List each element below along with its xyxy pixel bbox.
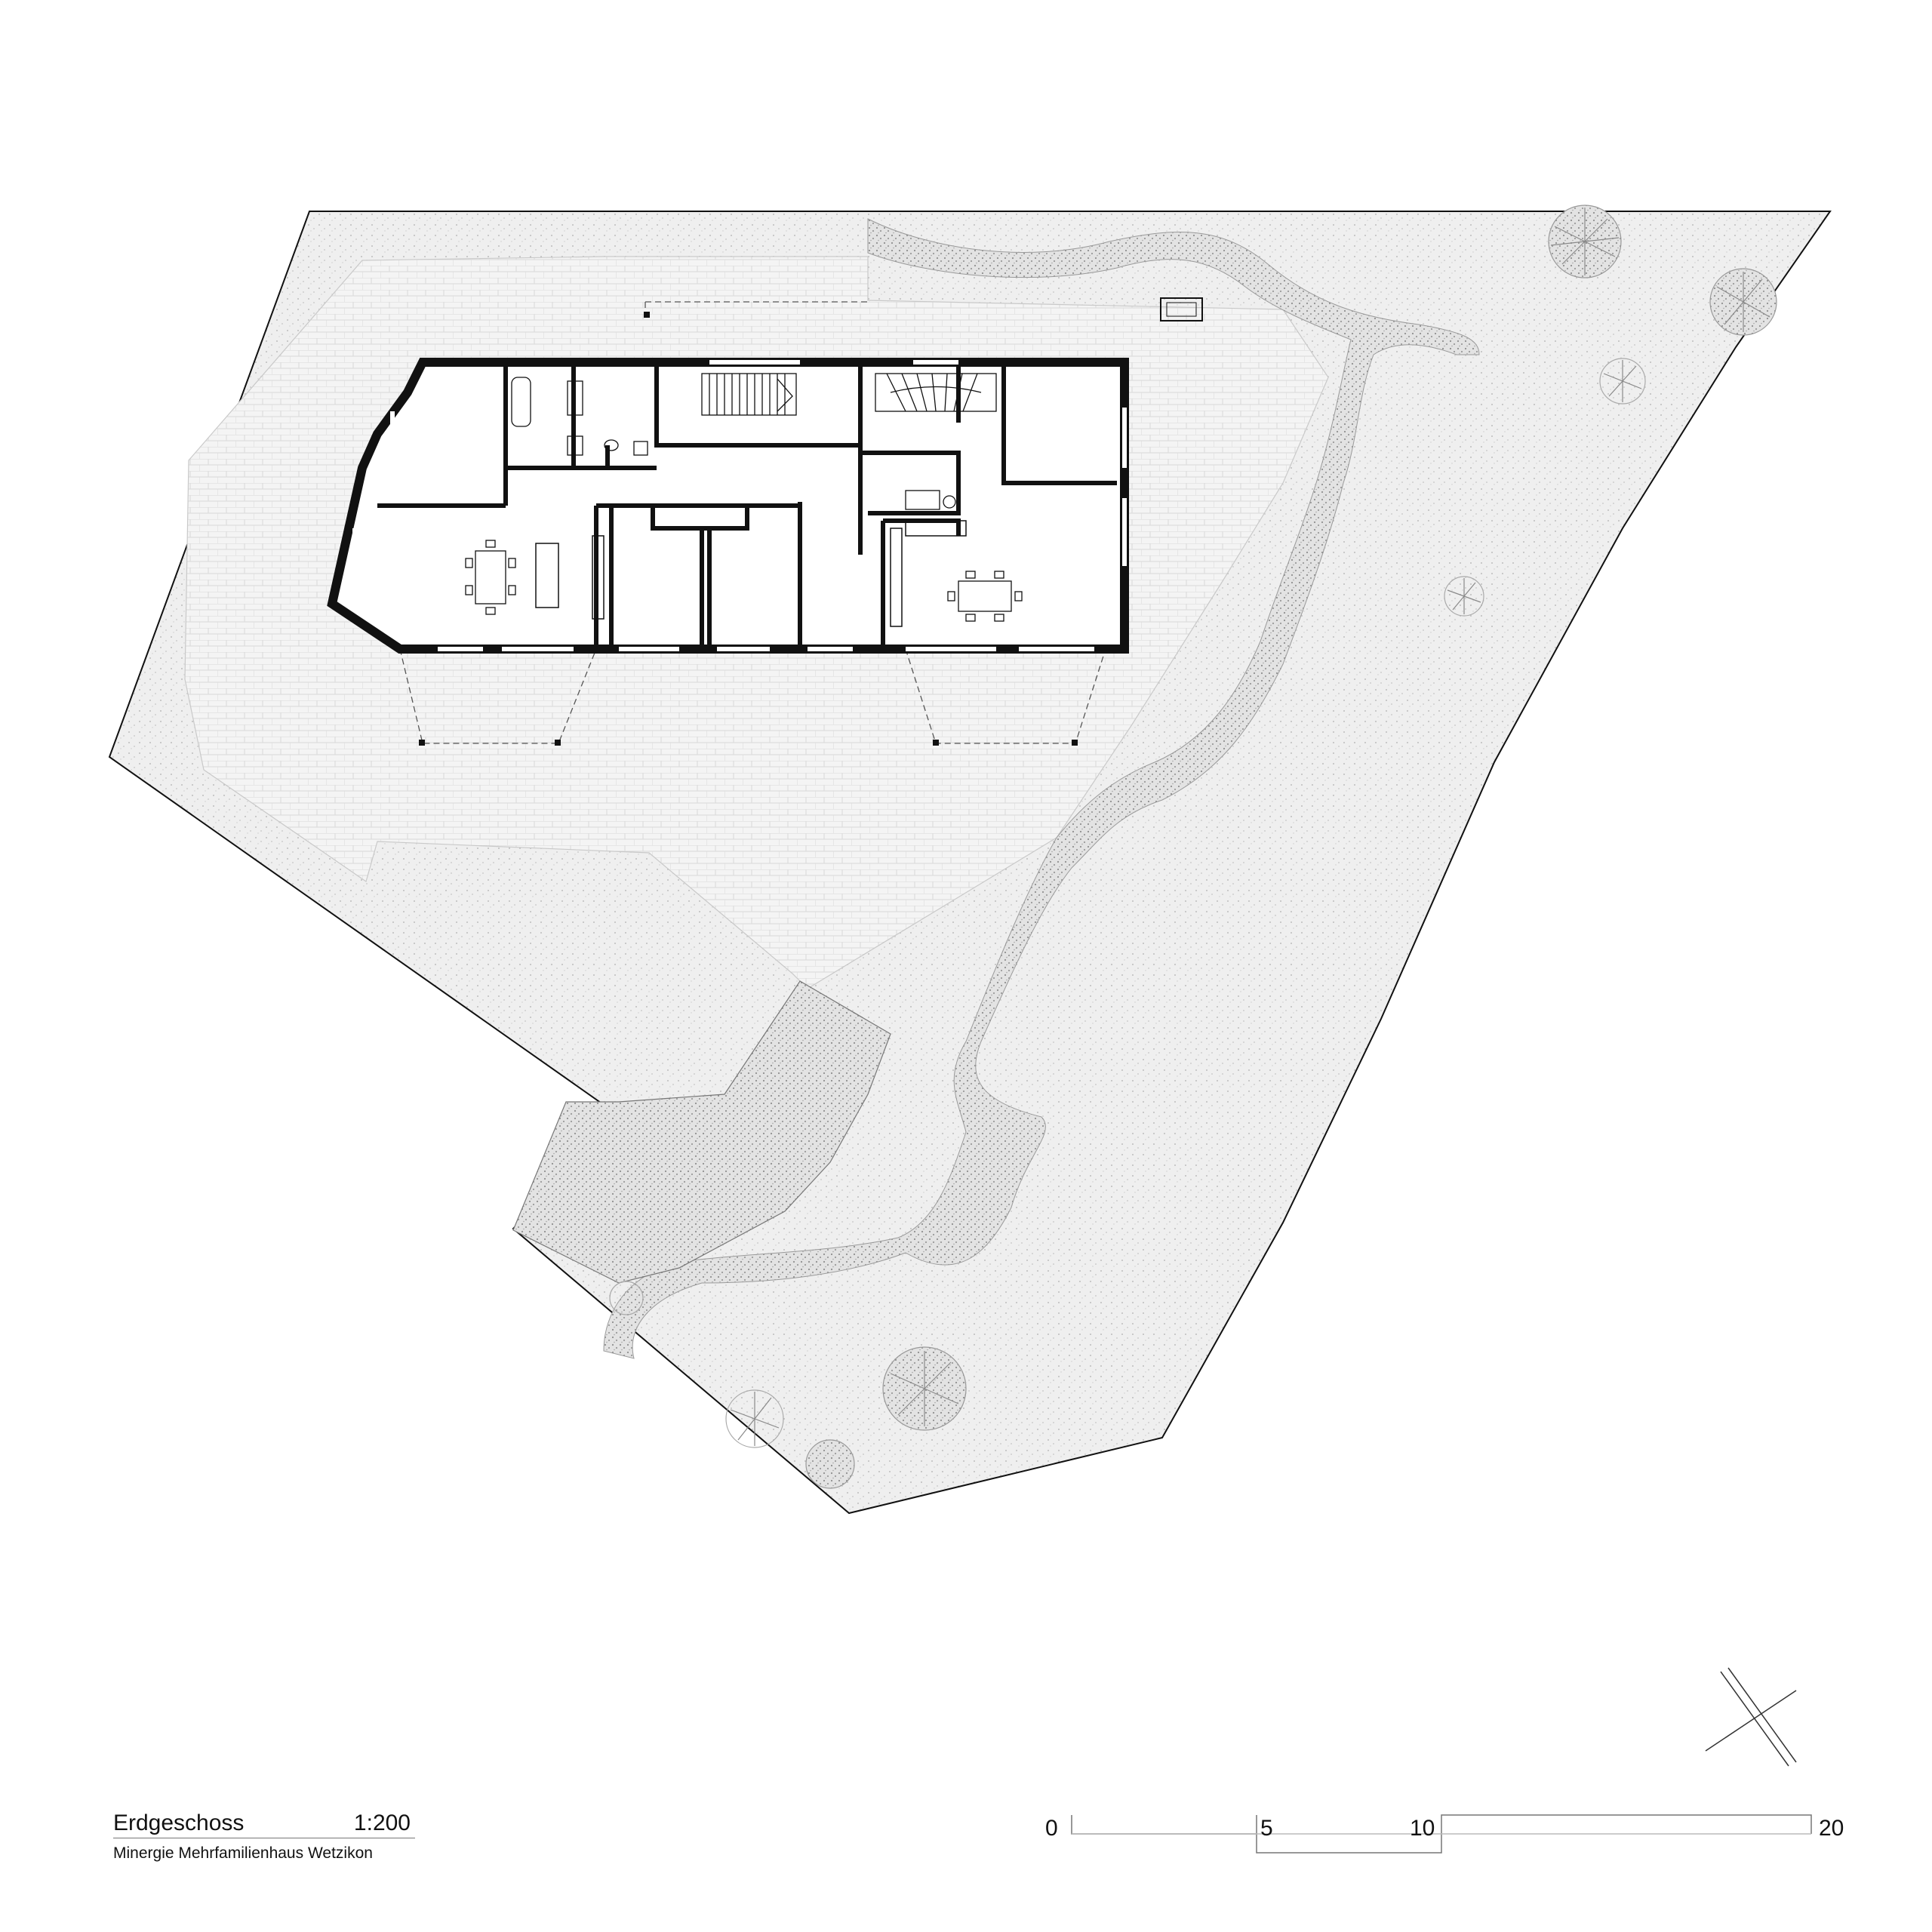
staircase [701, 373, 797, 416]
kitchen-counters [535, 520, 967, 627]
trees [609, 205, 1777, 1489]
tree-icon [805, 1439, 855, 1489]
bathroom-fixtures [511, 377, 956, 510]
spiral-staircase [875, 373, 997, 412]
windows [352, 360, 1127, 651]
tree-icon [1548, 205, 1622, 278]
title-block: Erdgeschoss 1:200 Minergie Mehrfamilienh… [113, 1807, 415, 1863]
drawing-scale: 1:200 [353, 1810, 411, 1835]
dining-table-right [947, 571, 1023, 622]
scale-label-10: 10 [1410, 1816, 1435, 1841]
light-well [1160, 297, 1203, 321]
tree-icon [609, 1281, 644, 1315]
dining-table-left [465, 540, 516, 615]
garden-path [603, 218, 1480, 1359]
scale-label-0: 0 [1045, 1816, 1058, 1841]
tree-icon [1444, 576, 1484, 617]
scale-label-20: 20 [1819, 1816, 1844, 1841]
scale-label-5: 5 [1260, 1816, 1273, 1841]
lower-terrace [512, 980, 891, 1284]
title-row: Erdgeschoss 1:200 [113, 1807, 415, 1838]
project-name: Minergie Mehrfamilienhaus Wetzikon [113, 1844, 373, 1862]
tree-icon [1599, 358, 1646, 405]
building-plan [327, 358, 1129, 654]
north-arrow-icon [1705, 1667, 1797, 1767]
tree-icon [882, 1346, 967, 1431]
scale-bar-graphic [1071, 1814, 1812, 1854]
drawing-title: Erdgeschoss [113, 1810, 245, 1835]
tree-icon [1709, 268, 1777, 336]
tree-icon [725, 1389, 784, 1448]
